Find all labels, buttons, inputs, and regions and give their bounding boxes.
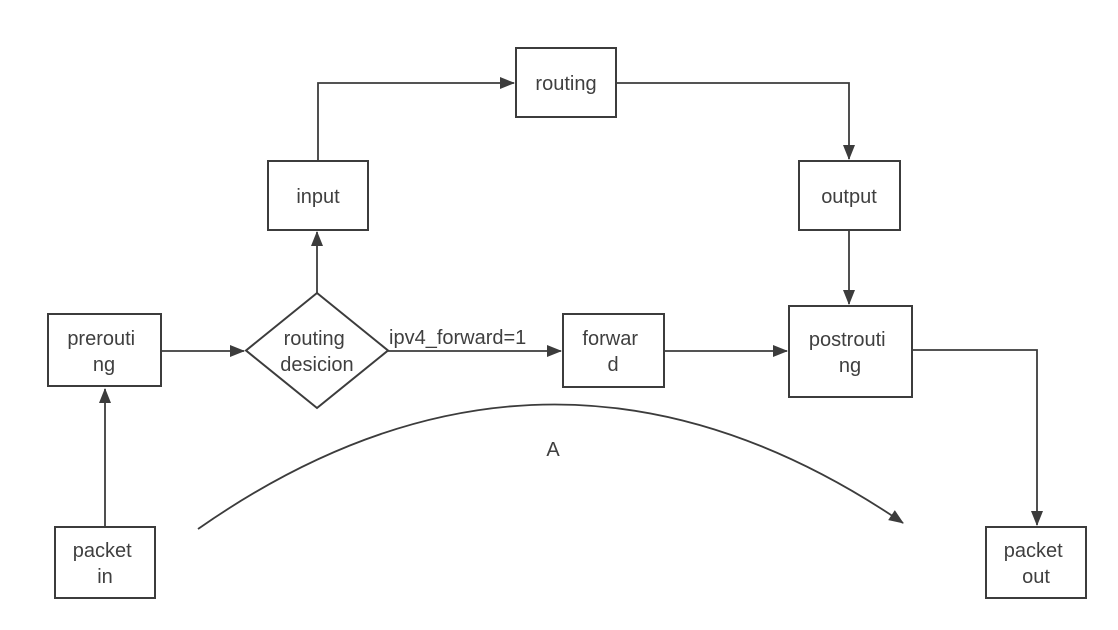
prerouting-box bbox=[47, 313, 162, 387]
edge-label-ipv4-forward: ipv4_forward=1 bbox=[389, 327, 526, 349]
edge-routing-to-output bbox=[616, 82, 855, 160]
input-label: input bbox=[296, 186, 340, 208]
forward-box bbox=[562, 313, 665, 388]
routing-box bbox=[515, 47, 617, 118]
routing-decision-label: routing desicion bbox=[280, 328, 353, 376]
prerouting-label: prerouti ng bbox=[67, 328, 140, 376]
node-output: output bbox=[798, 160, 901, 231]
node-routing-decision: routing desicion bbox=[244, 291, 390, 410]
edge-arc-a bbox=[197, 403, 904, 530]
node-packet-in: packet in bbox=[54, 526, 156, 599]
node-packet-out: packet out bbox=[985, 526, 1087, 599]
node-forward: forwar d bbox=[562, 313, 665, 388]
edge-postrouting-to-packet-out bbox=[912, 349, 1043, 526]
node-routing: routing bbox=[515, 47, 617, 118]
edge-label-a: A bbox=[546, 439, 560, 461]
node-input: input bbox=[267, 160, 369, 231]
postrouting-label: postrouti ng bbox=[809, 329, 891, 377]
output-label: output bbox=[821, 186, 877, 208]
node-prerouting: prerouti ng bbox=[47, 313, 162, 387]
node-postrouting: postrouti ng bbox=[788, 305, 913, 398]
edge-input-to-routing bbox=[317, 77, 515, 161]
output-box bbox=[798, 160, 901, 231]
packet-in-box bbox=[54, 526, 156, 599]
packet-out-label: packet out bbox=[1004, 540, 1069, 588]
postrouting-box bbox=[788, 305, 913, 398]
packet-in-label: packet in bbox=[73, 540, 138, 588]
packet-out-box bbox=[985, 526, 1087, 599]
routing-label: routing bbox=[535, 73, 596, 95]
routing-decision-diamond bbox=[244, 291, 390, 410]
input-box bbox=[267, 160, 369, 231]
forward-label: forwar d bbox=[582, 328, 643, 376]
